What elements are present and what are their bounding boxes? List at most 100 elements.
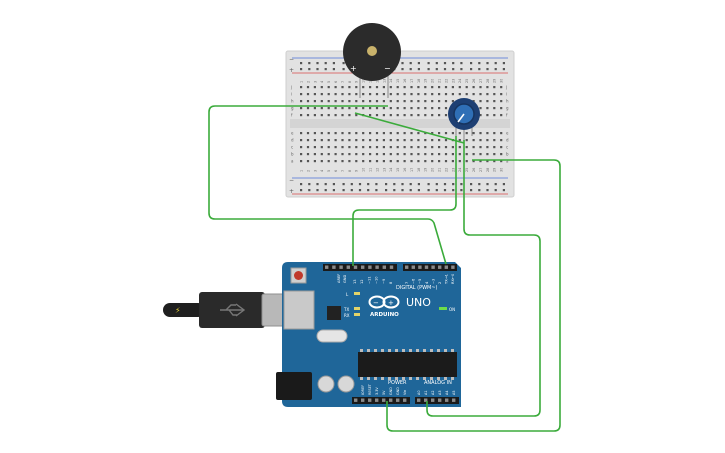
breadboard-hole[interactable] (403, 100, 406, 103)
power-pin-hole[interactable] (354, 398, 358, 402)
breadboard-hole[interactable] (375, 139, 379, 142)
breadboard-hole[interactable] (306, 160, 310, 163)
breadboard-hole[interactable] (300, 93, 303, 96)
rail-hole[interactable] (350, 183, 353, 186)
breadboard-hole[interactable] (444, 132, 448, 135)
breadboard-hole[interactable] (396, 153, 399, 156)
breadboard-hole[interactable] (431, 160, 434, 163)
breadboard-hole[interactable] (465, 139, 468, 142)
breadboard-hole[interactable] (313, 114, 316, 117)
breadboard-hole[interactable] (369, 107, 372, 110)
rail-hole[interactable] (452, 68, 455, 71)
rail-hole[interactable] (332, 183, 335, 186)
breadboard-hole[interactable] (382, 100, 385, 103)
potentiometer[interactable] (448, 98, 480, 140)
breadboard-hole[interactable] (438, 86, 441, 89)
breadboard-hole[interactable] (417, 114, 420, 117)
breadboard-hole[interactable] (369, 114, 372, 117)
rail-hole[interactable] (324, 189, 327, 192)
rail-hole[interactable] (494, 183, 497, 186)
breadboard-hole[interactable] (320, 153, 323, 156)
breadboard-hole[interactable] (500, 107, 503, 110)
rail-hole[interactable] (427, 68, 430, 71)
breadboard-hole[interactable] (403, 139, 406, 142)
breadboard-hole[interactable] (465, 160, 468, 163)
breadboard-hole[interactable] (389, 93, 392, 96)
breadboard-hole[interactable] (410, 153, 413, 156)
rail-hole[interactable] (342, 62, 345, 65)
breadboard-hole[interactable] (389, 153, 392, 156)
breadboard-hole[interactable] (306, 139, 310, 142)
breadboard-hole[interactable] (444, 139, 448, 142)
breadboard-hole[interactable] (500, 86, 503, 89)
breadboard-hole[interactable] (493, 114, 496, 117)
breadboard-hole[interactable] (382, 146, 385, 149)
breadboard-hole[interactable] (472, 160, 475, 163)
breadboard-hole[interactable] (493, 139, 496, 142)
breadboard-hole[interactable] (369, 139, 372, 142)
breadboard-hole[interactable] (479, 139, 482, 142)
rail-hole[interactable] (470, 189, 473, 192)
breadboard-hole[interactable] (493, 100, 496, 103)
breadboard-hole[interactable] (341, 107, 344, 110)
breadboard-hole[interactable] (313, 139, 316, 142)
analog-header[interactable] (415, 397, 459, 404)
breadboard-hole[interactable] (327, 153, 330, 156)
breadboard-hole[interactable] (355, 153, 358, 156)
digital-pin-hole[interactable] (361, 265, 365, 269)
breadboard-hole[interactable] (362, 100, 365, 103)
breadboard-hole[interactable] (417, 93, 420, 96)
breadboard-hole[interactable] (348, 160, 351, 163)
breadboard-hole[interactable] (348, 146, 351, 149)
rail-hole[interactable] (435, 189, 438, 192)
rail-hole[interactable] (401, 68, 404, 71)
breadboard-hole[interactable] (375, 114, 379, 117)
breadboard-hole[interactable] (479, 132, 482, 135)
rail-hole[interactable] (300, 189, 303, 192)
digital-header-right[interactable] (403, 264, 457, 271)
digital-pin-hole[interactable] (451, 265, 455, 269)
breadboard-hole[interactable] (341, 114, 344, 117)
digital-pin-hole[interactable] (325, 265, 329, 269)
digital-pin-hole[interactable] (375, 265, 379, 269)
breadboard-hole[interactable] (417, 100, 420, 103)
rail-hole[interactable] (316, 183, 319, 186)
rail-hole[interactable] (443, 68, 447, 71)
breadboard-hole[interactable] (431, 107, 434, 110)
breadboard-hole[interactable] (320, 107, 323, 110)
analog-pin-hole[interactable] (452, 398, 456, 402)
rail-hole[interactable] (324, 68, 327, 71)
breadboard-hole[interactable] (362, 146, 365, 149)
breadboard-hole[interactable] (500, 146, 503, 149)
digital-pin-hole[interactable] (418, 265, 422, 269)
rail-hole[interactable] (417, 68, 420, 71)
breadboard-hole[interactable] (327, 160, 330, 163)
breadboard-hole[interactable] (438, 114, 441, 117)
breadboard-hole[interactable] (424, 100, 427, 103)
breadboard-hole[interactable] (417, 160, 420, 163)
rail-hole[interactable] (478, 68, 481, 71)
rail-hole[interactable] (460, 189, 463, 192)
breadboard-hole[interactable] (382, 86, 385, 89)
rail-hole[interactable] (427, 183, 430, 186)
breadboard-hole[interactable] (320, 139, 323, 142)
breadboard-hole[interactable] (362, 139, 365, 142)
breadboard-hole[interactable] (486, 146, 489, 149)
breadboard-hole[interactable] (389, 160, 392, 163)
digital-pin-hole[interactable] (353, 265, 358, 269)
breadboard-hole[interactable] (417, 146, 420, 149)
rail-hole[interactable] (502, 62, 505, 65)
breadboard-hole[interactable] (362, 132, 365, 135)
breadboard-hole[interactable] (493, 107, 496, 110)
rail-hole[interactable] (332, 62, 335, 65)
breadboard-hole[interactable] (306, 146, 310, 149)
breadboard-hole[interactable] (444, 93, 448, 96)
breadboard-hole[interactable] (479, 100, 482, 103)
digital-pin-hole[interactable] (405, 265, 409, 269)
breadboard-hole[interactable] (327, 93, 330, 96)
rail-hole[interactable] (332, 189, 335, 192)
breadboard-hole[interactable] (382, 160, 385, 163)
breadboard-hole[interactable] (458, 153, 461, 156)
breadboard-hole[interactable] (313, 160, 316, 163)
